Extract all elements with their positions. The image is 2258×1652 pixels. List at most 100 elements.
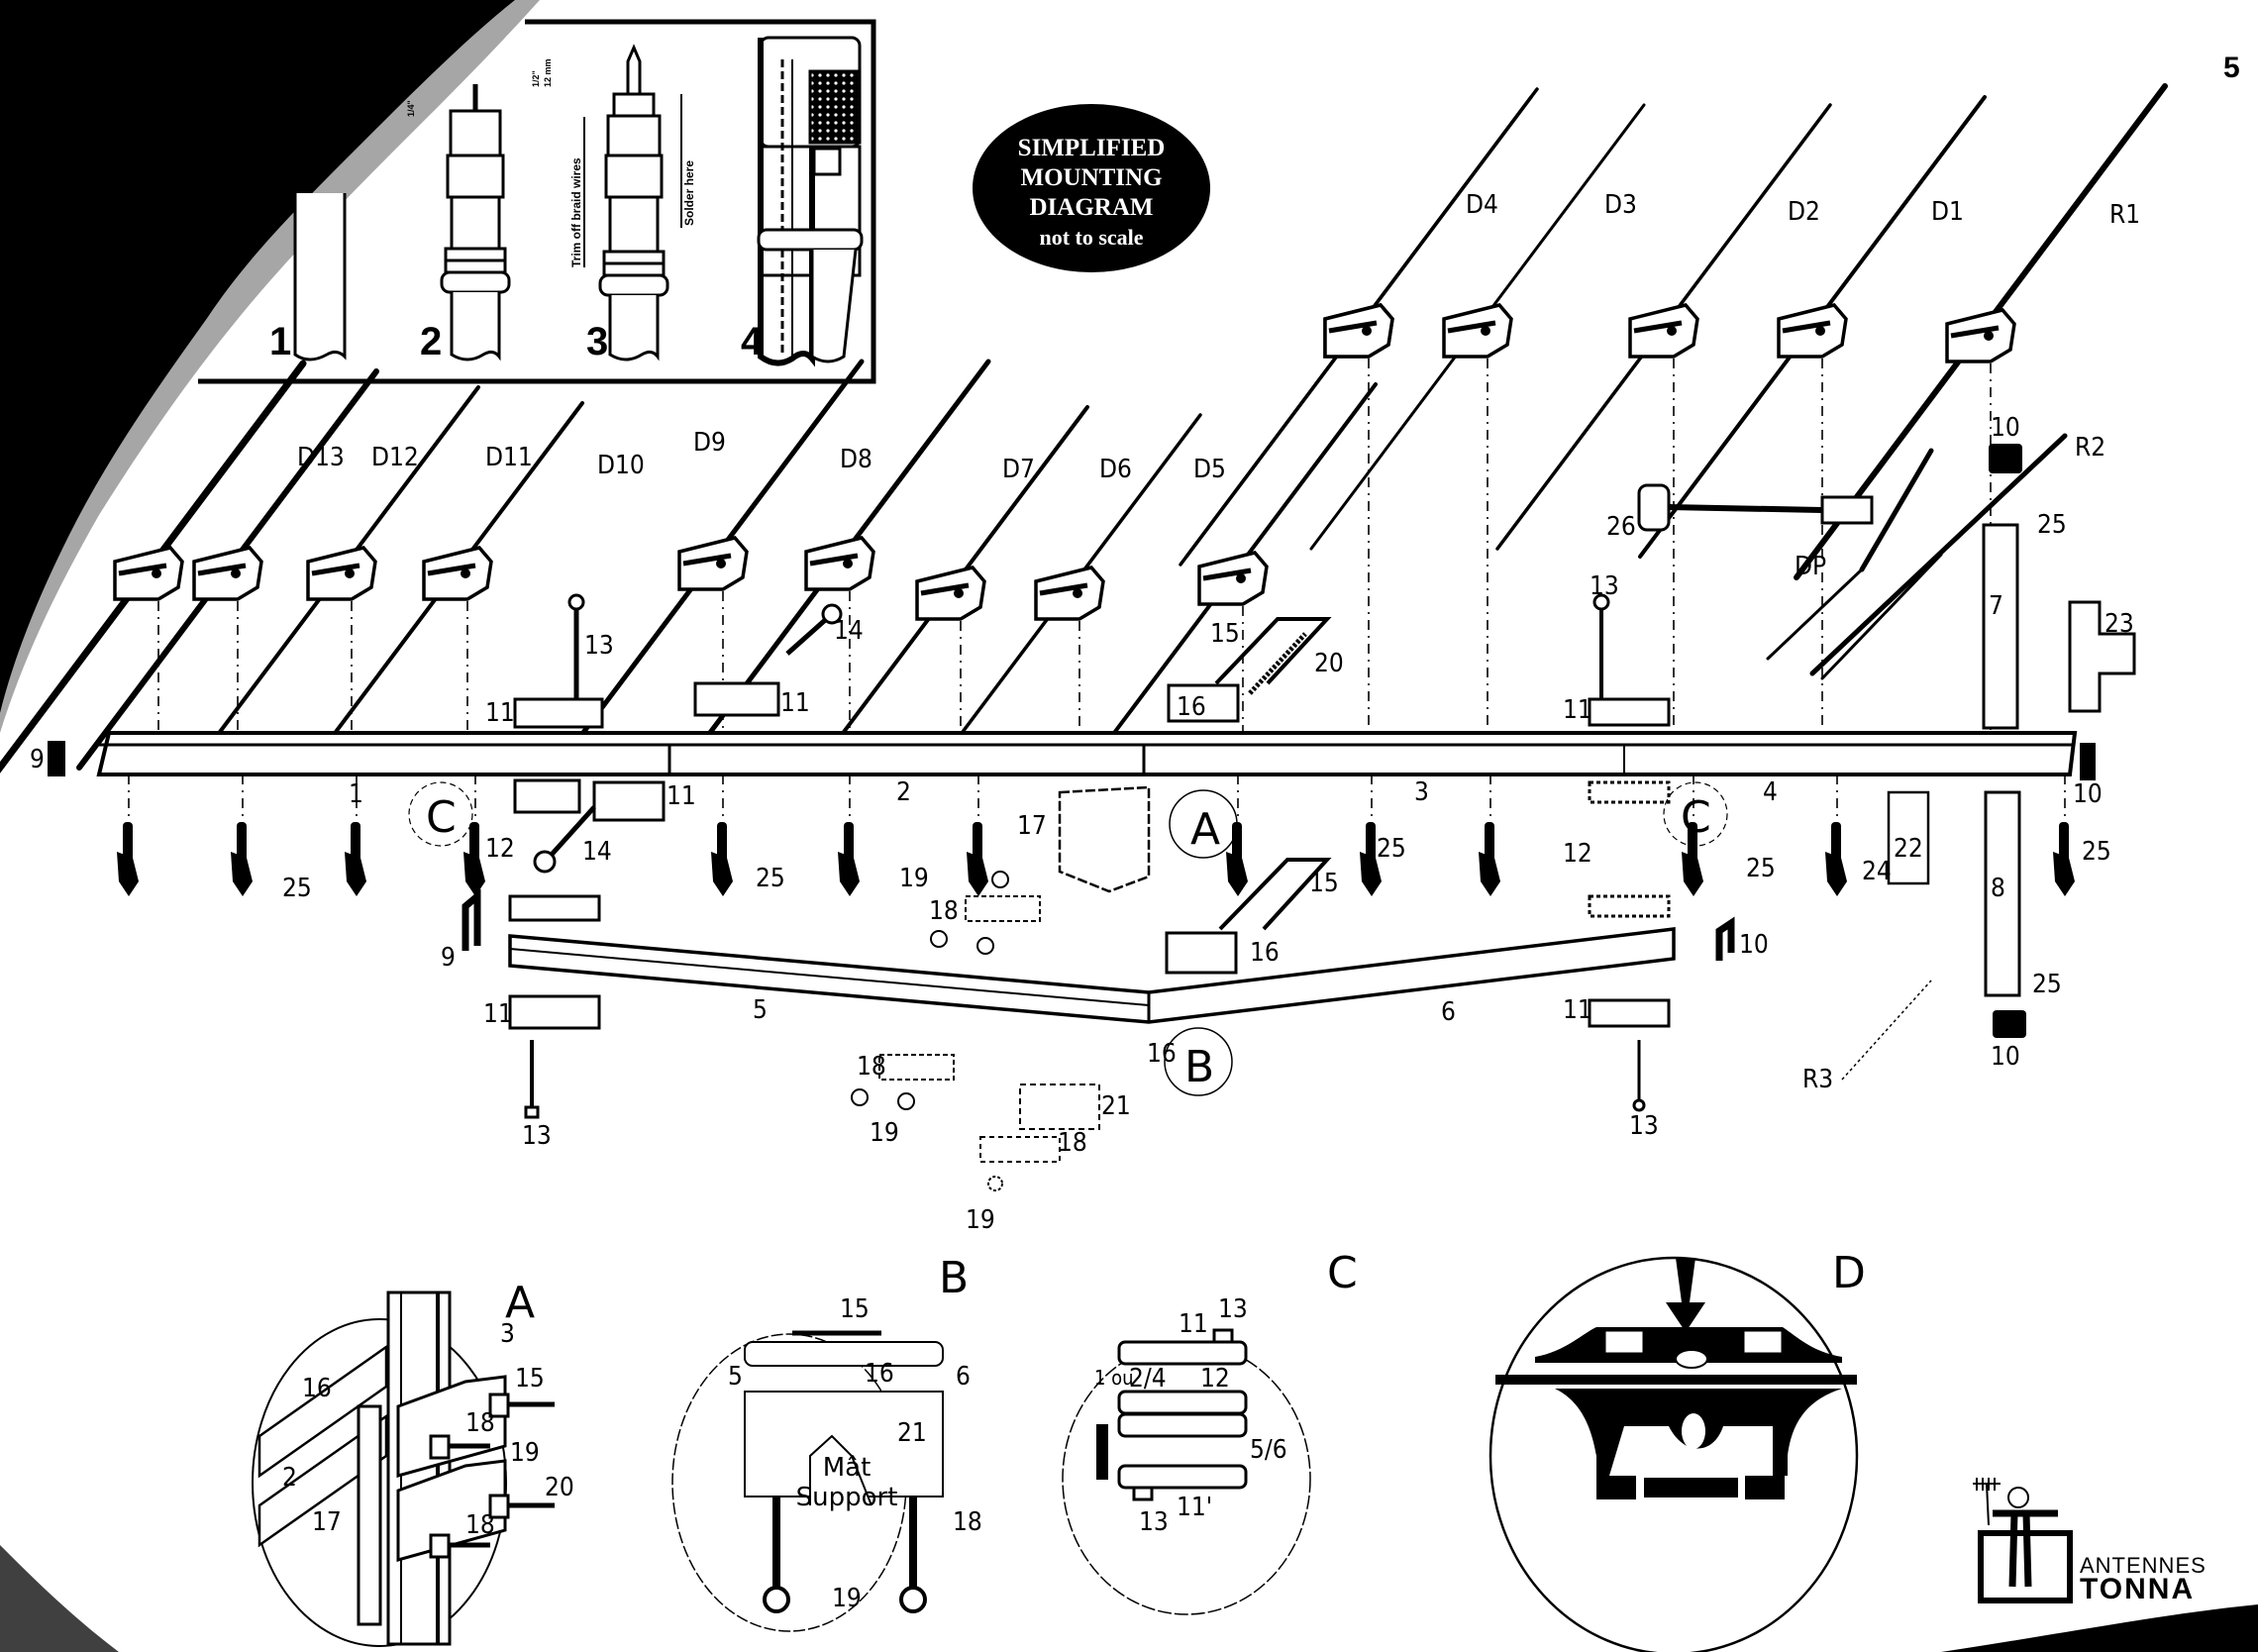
element-d13-clamp (113, 546, 184, 601)
label-11: 11 (780, 688, 810, 718)
support-arm-7: 7 (1982, 523, 2019, 730)
upper-boom: 1 2 3 4 (96, 731, 2078, 809)
label-19: 19 (899, 864, 929, 893)
detail-B-label: 15 (840, 1294, 870, 1324)
element-d2-clamp-screw (1667, 326, 1677, 336)
clip-25 (463, 774, 485, 896)
element-d11-clamp (306, 546, 377, 601)
label-9: 9 (30, 745, 45, 774)
detail-C-title: C (1327, 1248, 1358, 1298)
boom-section-6: 6 (1441, 997, 1456, 1027)
detail-B: B 15 5 16 6 21 18 19 Mât Support (671, 1253, 982, 1632)
label-10: 10 (1991, 413, 2020, 443)
element-d3-label: D3 (1604, 190, 1637, 220)
element-d12-clamp (192, 546, 263, 601)
detail-D: D (1488, 1248, 1866, 1652)
detail-A-label: 3 (500, 1319, 515, 1349)
detail-A-label: 18 (465, 1408, 495, 1438)
clip-25 (1226, 774, 1248, 896)
end-cap-10-bottom (1993, 1010, 2026, 1038)
annotation-solder-here: Solder here (682, 160, 696, 226)
page-number: 5 (2223, 52, 2240, 84)
label-12: 12 (1563, 839, 1592, 869)
badge-line-4: not to scale (1039, 225, 1143, 250)
detail-C-label: 11 (1179, 1309, 1208, 1339)
detail-B-label: 16 (865, 1359, 894, 1389)
element-d6-clamp (1034, 566, 1105, 621)
label-11: 11 (485, 698, 515, 728)
step-3-number: 3 (586, 320, 608, 363)
element-d2-label: D2 (1788, 197, 1820, 227)
clip-head (1226, 852, 1248, 896)
label-13: 13 (1590, 571, 1619, 601)
label-23: 23 (2104, 609, 2134, 639)
dim-mark: 6,5mm (406, 51, 416, 79)
dipole-rod (1820, 553, 1943, 680)
clip-25 (1360, 774, 1382, 896)
clip-head (711, 852, 733, 896)
element-d11-label: D11 (485, 443, 533, 472)
detail-A-title: A (505, 1278, 535, 1328)
clip-25 (838, 774, 860, 896)
element-d8-label: D8 (840, 445, 872, 474)
connector-step-3: Trim off braid wires Solder here (569, 44, 696, 361)
connector-step-1-cable (293, 193, 347, 361)
clip-head (967, 852, 988, 896)
label-12: 12 (485, 834, 515, 864)
label-21: 21 (1101, 1091, 1131, 1121)
label-16: 16 (1147, 1039, 1177, 1069)
element-d5: D5 (1088, 382, 1378, 767)
dim-mark: 1/4" (406, 100, 416, 117)
boom-section-1: 1 (349, 779, 363, 809)
clip-25 (1479, 774, 1500, 896)
label-25: 25 (2082, 837, 2111, 867)
label-26: 26 (1606, 512, 1636, 542)
detail-C: C 11 13 1 ou 2/4 12 5/6 13 11' (1062, 1248, 1358, 1615)
label-15: 15 (1309, 869, 1339, 898)
element-d12-clamp-screw (231, 568, 241, 578)
label-R3: R3 (1802, 1065, 1833, 1094)
step-4-number: 4 (741, 320, 764, 363)
element-d7-label: D7 (1002, 455, 1035, 484)
callout-C-2: C (1681, 792, 1711, 843)
clip-25 (345, 774, 366, 896)
callout-C-1: C (426, 792, 457, 843)
detail-A-label: 16 (302, 1374, 332, 1403)
element-d10-label: D10 (597, 451, 645, 480)
dim-mark: 1/2" (531, 70, 541, 87)
end-cap-9-lower (462, 888, 481, 951)
label-19: 19 (966, 1205, 995, 1235)
element-d6-clamp-band (1039, 582, 1088, 596)
annotation-trim-braid: Trim off braid wires (569, 157, 583, 267)
element-d3-clamp (1442, 303, 1513, 359)
element-d2-clamp (1628, 303, 1699, 359)
detail-B-label: 5 (728, 1362, 743, 1392)
label-11: 11 (1563, 995, 1592, 1025)
boom-section-2: 2 (896, 777, 911, 807)
clip-head (1682, 852, 1703, 896)
clip-head (2053, 852, 2075, 896)
label-11: 11 (1563, 695, 1592, 725)
detail-B-label: 6 (956, 1362, 971, 1392)
callout-B: B (1184, 1042, 1214, 1092)
detail-B-label: 19 (832, 1584, 862, 1613)
label-25: 25 (756, 864, 785, 893)
badge-line-1: SIMPLIFIED (1018, 135, 1166, 161)
end-cap-10-boom (2080, 743, 2096, 780)
element-d4-label: D4 (1466, 190, 1498, 220)
support-arm-8: 8 (1984, 790, 2021, 997)
element-d7: D7 (812, 405, 1089, 774)
element-d6-clamp-screw (1073, 588, 1082, 598)
element-d9: D9 (562, 359, 865, 761)
clip-head (231, 852, 253, 896)
element-d5-label: D5 (1193, 455, 1226, 484)
detail-C-label: 12 (1200, 1364, 1230, 1394)
connector-assembly-panel: Trim off braid wires Solder here 1/4" 6,… (198, 19, 876, 384)
logo-line-2: TONNA (2080, 1573, 2195, 1605)
clip-head (1479, 852, 1500, 896)
detail-A-label: 2 (282, 1463, 297, 1493)
label-15: 15 (1210, 619, 1240, 649)
element-d11: D11 (203, 385, 533, 754)
clip-25 (117, 774, 139, 896)
